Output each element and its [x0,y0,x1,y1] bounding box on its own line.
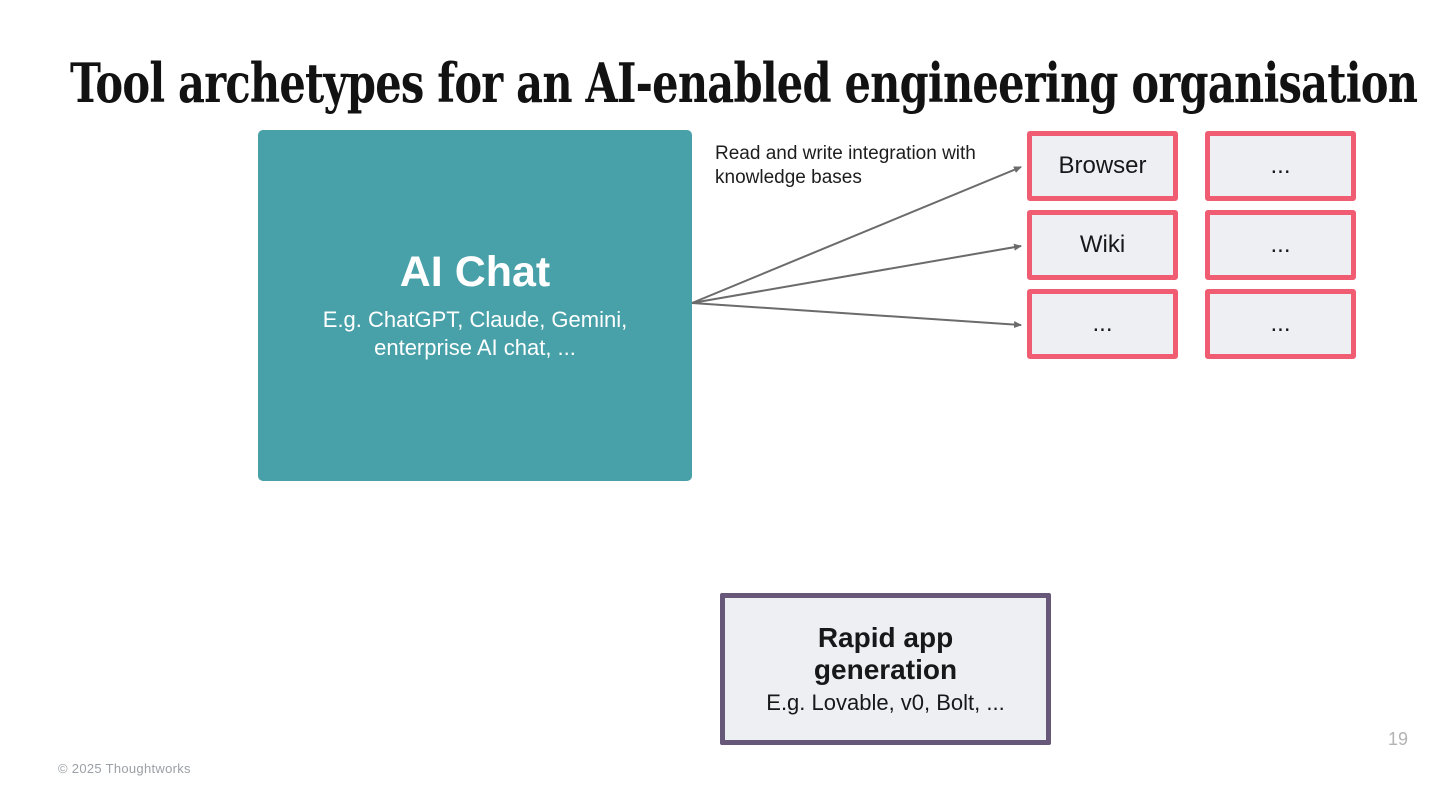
knowledge-box-ellipsis-3: ... [1205,210,1356,280]
knowledge-box-ellipsis-4: ... [1205,289,1356,359]
arrow-annotation: Read and write integration with knowledg… [715,143,976,189]
page-number: 19 [1387,729,1408,749]
knowledge-box-wiki-label: Wiki [1079,231,1126,258]
rapid-app-generation-box: Rapid app generation E.g. Lovable, v0, B… [720,593,1051,745]
ai-chat-box-subtitle: E.g. ChatGPT, Claude, Gemini, enterprise… [322,306,628,361]
knowledge-box-browser: Browser [1027,131,1178,201]
knowledge-box-ellipsis-2-label: ... [1270,152,1291,179]
ai-chat-box-title: AI Chat [399,247,551,296]
rapid-app-generation-title: Rapid app generation [813,621,958,685]
knowledge-box-ellipsis-1-label: ... [1092,310,1113,337]
knowledge-box-browser-label: Browser [1058,152,1147,179]
knowledge-box-ellipsis-1: ... [1027,289,1178,359]
ai-chat-box: AI Chat E.g. ChatGPT, Claude, Gemini, en… [258,130,692,481]
knowledge-box-wiki: Wiki [1027,210,1178,280]
knowledge-box-ellipsis-3-label: ... [1270,231,1291,258]
knowledge-box-ellipsis-2: ... [1205,131,1356,201]
copyright-footer: © 2025 Thoughtworks [58,761,191,776]
slide-title: Tool archetypes for an AI-enabled engine… [70,51,1418,115]
knowledge-box-ellipsis-4-label: ... [1270,310,1291,337]
rapid-app-generation-subtitle: E.g. Lovable, v0, Bolt, ... [766,690,1005,716]
